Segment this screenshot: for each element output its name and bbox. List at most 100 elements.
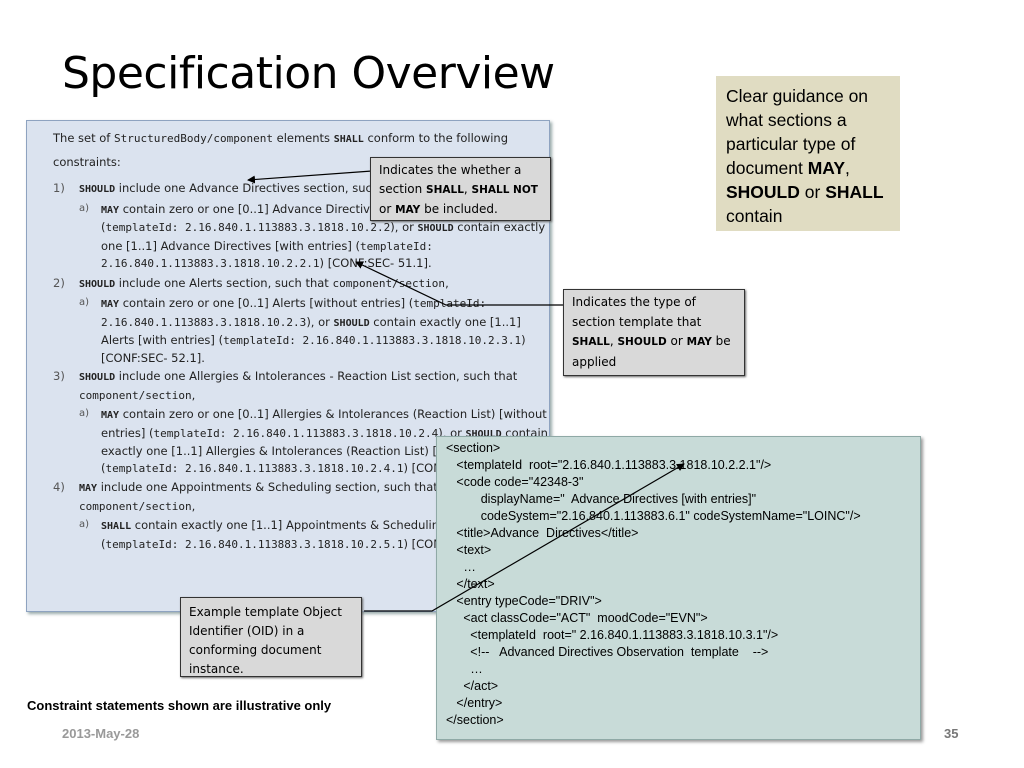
guidance-text: Clear guidance on what sections a partic… <box>726 86 869 178</box>
constraint-item: 2) SHOULD include one Alerts section, suc… <box>53 275 549 294</box>
sub-constraint: a) MAY contain zero or one [0..1] Alerts … <box>79 295 549 366</box>
template-id: templateId: 2.16.840.1.113883.3.1818.10.… <box>223 334 522 347</box>
constraint-code: component/section <box>79 388 192 402</box>
sub-constraint-text: ) [CONF:SEC- 51.1]. <box>319 256 432 270</box>
callout-template-oid: Example template Object Identifier (OID)… <box>180 597 362 677</box>
callout-keyword: SHOULD <box>617 336 667 348</box>
sub-constraint-number: a) <box>79 297 90 308</box>
sub-constraint-text: contain exactly one [1..1] Advance Direc… <box>101 220 546 253</box>
xml-line: </entry> <box>446 696 503 710</box>
sub-constraint-keyword: MAY <box>101 410 120 421</box>
sub-constraint-number: a) <box>79 202 90 214</box>
callout-text: or <box>379 202 396 216</box>
xml-line: </act> <box>446 679 499 693</box>
callout-template-type: Indicates the type of section template t… <box>563 289 745 376</box>
xml-line: <templateId root=" 2.16.840.1.113883.3.1… <box>446 628 779 642</box>
constraint-text: include one Allergies & Intolerances - R… <box>115 369 518 383</box>
intro-code: StructuredBody/component <box>114 132 273 145</box>
intro-keyword: SHALL <box>333 134 364 145</box>
guidance-kw-shall: SHALL <box>825 182 884 202</box>
intro-text: The set of <box>53 131 115 145</box>
template-id: templateId: 2.16.840.1.113883.3.1818.10.… <box>105 221 391 234</box>
sub-constraint-text: contain zero or one [0..1] Allergies & I… <box>101 407 547 440</box>
callout-text: Indicates the whether a section <box>379 163 522 196</box>
guidance-box: Clear guidance on what sections a partic… <box>716 76 900 231</box>
constraint-number: 1) <box>53 181 65 195</box>
constraint-text: include one Alerts section, such that <box>115 275 333 290</box>
guidance-contain: contain <box>726 206 783 226</box>
constraint-keyword: SHOULD <box>79 278 116 290</box>
sub-constraint-text: ) [CONF:SEC- 52.1]. <box>101 333 526 365</box>
xml-line: <templateId root="2.16.840.1.113883.3.18… <box>446 458 772 472</box>
constraint-keyword: SHOULD <box>79 372 116 383</box>
sub-constraint-text: contain exactly one [1..1] Alerts [with … <box>101 314 521 348</box>
constraint-code: component/section <box>79 499 192 513</box>
callout-text: or <box>666 334 687 348</box>
xml-line: <code code="42348-3" <box>446 475 584 489</box>
sub-constraint-number: a) <box>79 408 90 419</box>
page-number: 35 <box>944 726 959 741</box>
xml-line: <entry typeCode="DRIV"> <box>446 594 602 608</box>
sub-constraint: a) MAY contain zero or one [0..1] Allergi… <box>79 406 549 477</box>
constraint-item: 3) SHOULD include one Allergies & Intoler… <box>53 368 549 404</box>
slide-date: 2013-May-28 <box>62 726 140 741</box>
constraint-keyword: SHOULD <box>79 184 116 195</box>
xml-line: displayName=" Advance Directives [with e… <box>446 492 757 506</box>
xml-line: codeSystem="2.16.840.1.113883.6.1" codeS… <box>446 509 861 523</box>
xml-line: </section> <box>446 713 504 727</box>
xml-example: <section> <templateId root="2.16.840.1.1… <box>436 436 921 740</box>
xml-line: <act classCode="ACT" moodCode="EVN"> <box>446 611 708 625</box>
sub-constraint-keyword: SHOULD <box>417 223 454 234</box>
sub-constraint-keyword: SHOULD <box>465 428 502 440</box>
constraint-text: , <box>445 275 449 290</box>
xml-line: <section> <box>446 441 501 455</box>
constraint-item: 4) MAY include one Appointments & Schedul… <box>53 479 549 515</box>
callout-text: , <box>463 182 472 196</box>
sub-constraint-keyword: SHALL <box>101 521 132 532</box>
callout-keyword: MAY <box>395 204 421 216</box>
callout-text: Indicates the type of section template t… <box>572 295 702 329</box>
constraint-number: 3) <box>53 369 65 383</box>
guidance-kw-may: MAY <box>807 158 846 178</box>
callout-keyword: MAY <box>686 336 712 348</box>
template-id: templateId: 2.16.840.1.113883.3.1818.10.… <box>105 461 404 475</box>
constraint-text: , <box>191 498 196 513</box>
sub-constraint-keyword: MAY <box>101 299 120 310</box>
template-id: templateId: 2.16.840.1.113883.3.1818.10.… <box>105 537 404 551</box>
xml-line: <!-- Advanced Directives Observation tem… <box>446 645 769 659</box>
callout-text: be included. <box>420 202 498 216</box>
template-id: templateId: 2.16.840.1.113883.3.1818.10.… <box>153 426 439 440</box>
xml-line: <title>Advance Directives</title> <box>446 526 639 540</box>
intro-text: conform to the following constraints: <box>53 131 509 169</box>
sub-constraint-text: ), or <box>390 220 418 234</box>
callout-text: , <box>609 334 618 348</box>
guidance-or: or <box>799 182 821 202</box>
callout-section-inclusion: Indicates the whether a section SHALL, S… <box>370 157 551 221</box>
constraint-code: component/section <box>332 276 446 290</box>
constraint-text: , <box>191 387 196 402</box>
intro-text: elements <box>272 131 334 145</box>
sub-constraint-text: ), or <box>306 314 334 329</box>
constraint-keyword: MAY <box>79 483 98 494</box>
xml-line: </text> <box>446 577 495 591</box>
callout-text: be applied <box>572 334 731 369</box>
xml-line: <text> <box>446 543 492 557</box>
callout-keyword: SHALL <box>572 336 610 348</box>
spec-intro: The set of StructuredBody/component elem… <box>53 127 549 174</box>
sub-constraint-text: contain zero or one [0..1] Alerts [witho… <box>119 296 414 310</box>
template-id: templateId: 2.16.840.1.113883.3.1818.10.… <box>101 239 433 271</box>
callout-keyword: SHALL <box>426 184 464 196</box>
guidance-sep: , <box>845 158 850 178</box>
slide-title: Specification Overview <box>62 48 555 99</box>
constraint-text: include one Appointments & Scheduling se… <box>97 480 438 494</box>
xml-line: … <box>446 560 476 574</box>
sub-constraint-number: a) <box>79 519 90 530</box>
callout-text: Example template Object Identifier (OID)… <box>189 605 342 676</box>
sub-constraint-keyword: MAY <box>101 204 120 216</box>
illustrative-caption: Constraint statements shown are illustra… <box>27 698 332 713</box>
guidance-kw-should: SHOULD <box>726 182 800 202</box>
callout-keyword: SHALL NOT <box>471 184 538 196</box>
constraint-number: 2) <box>53 275 65 290</box>
constraint-number: 4) <box>53 480 65 494</box>
constraint-text: include one Advance Directives section, … <box>115 181 410 195</box>
